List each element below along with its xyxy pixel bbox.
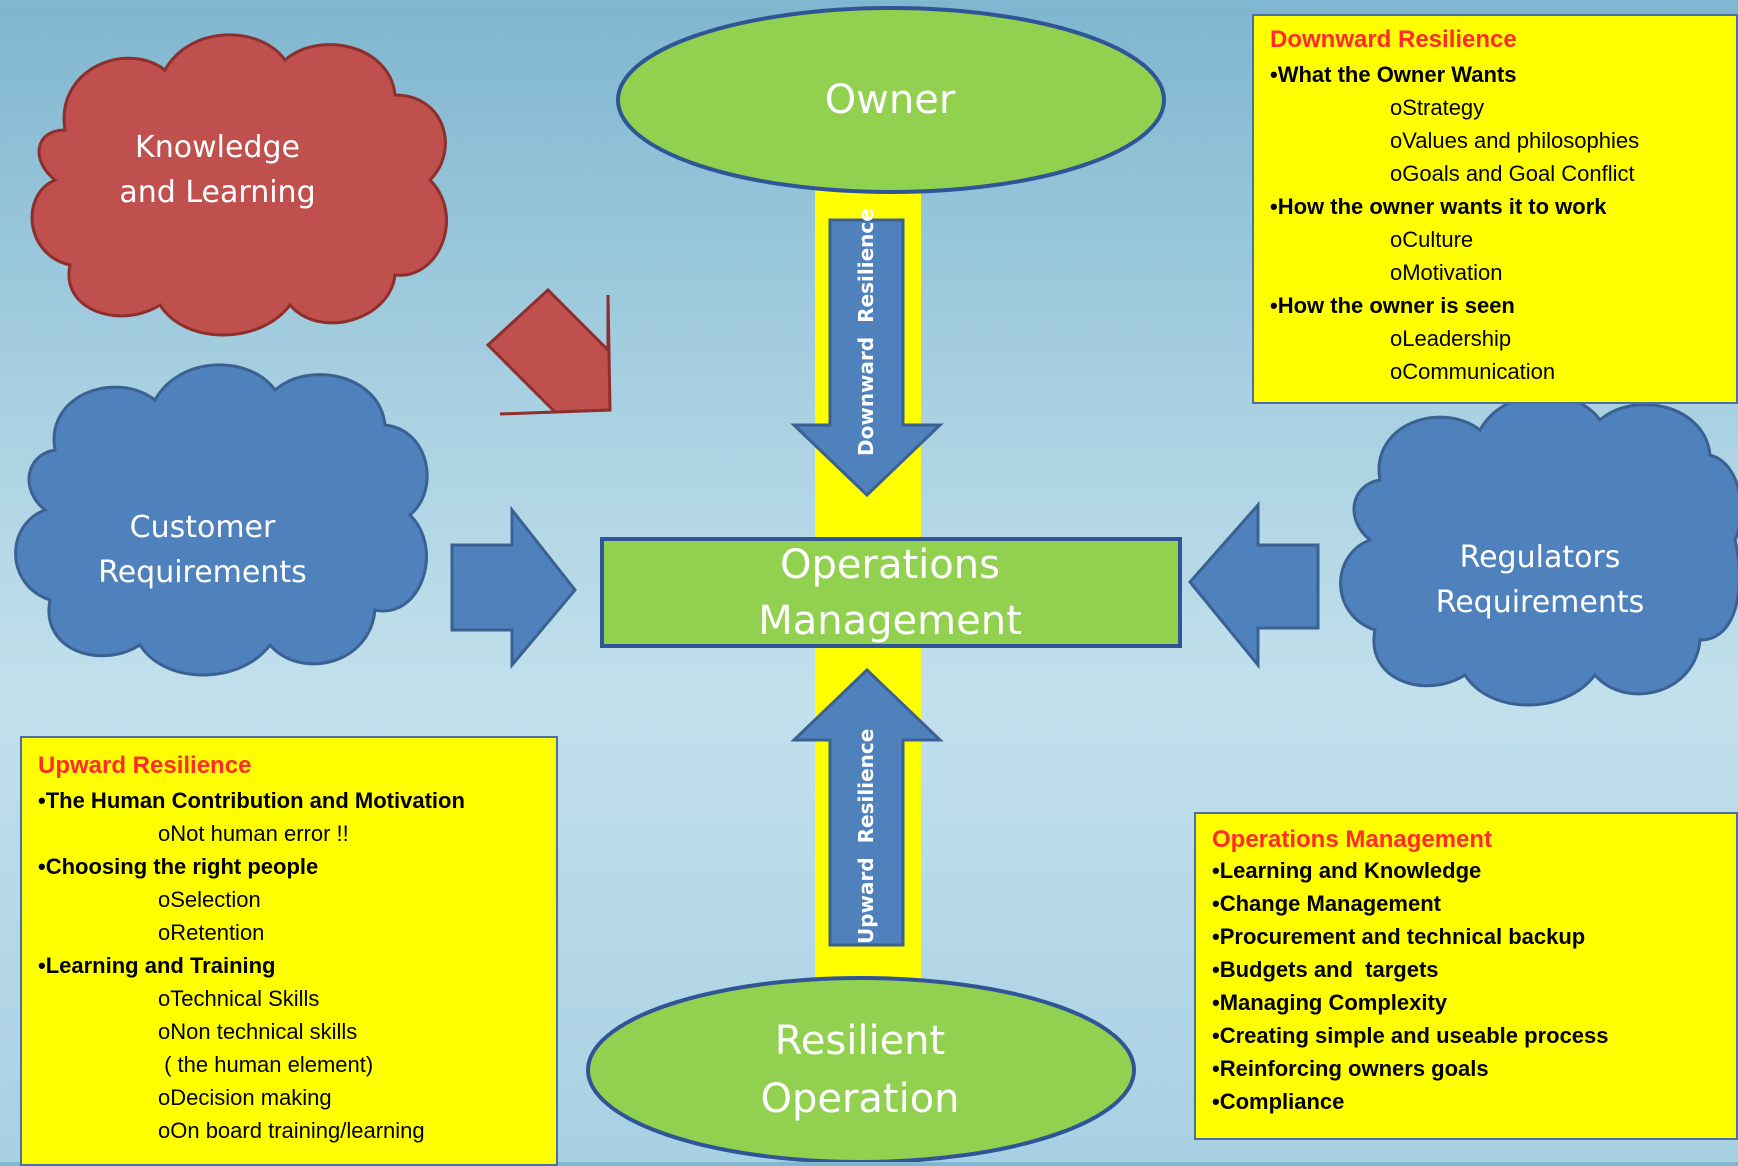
operations-text-1: Operations <box>780 541 1000 588</box>
upward-box-item: •The Human Contribution and Motivation <box>38 788 465 813</box>
upward-arrow-label: Upward Resilience <box>854 728 878 944</box>
downward-box-item: •How the owner wants it to work <box>1270 194 1607 219</box>
knowledge-text-1: Knowledge <box>135 130 300 165</box>
upward-box-item: oNon technical skills <box>158 1019 358 1044</box>
operations-management-rect <box>600 537 1182 648</box>
knowledge-arrow <box>485 287 612 416</box>
upward-box-item: oNot human error !! <box>158 821 349 846</box>
downward-box-item: oStrategy <box>1390 95 1485 120</box>
customer-arrow <box>450 505 577 670</box>
downward-box-item: •What the Owner Wants <box>1270 62 1517 87</box>
resilient-text-1: Resilient <box>774 1018 946 1064</box>
operations-box-item: •Procurement and technical backup <box>1212 924 1586 949</box>
operations-box-item: •Compliance <box>1212 1089 1345 1114</box>
downward-arrow-label: Downward Resilience <box>854 208 878 456</box>
customer-label: Customer Requirements <box>70 500 335 600</box>
operations-text-2: Management <box>758 597 1022 644</box>
upward-box-item: oDecision making <box>158 1085 332 1110</box>
upward-box-item: oOn board training/learning <box>158 1118 425 1143</box>
operations-box-item: •Learning and Knowledge <box>1212 858 1482 883</box>
upward-box-item: oSelection <box>158 887 261 912</box>
downward-box-item: oLeadership <box>1390 326 1512 351</box>
regulators-text-1: Regulators <box>1459 540 1621 575</box>
downward-box-item: oMotivation <box>1390 260 1503 285</box>
upward-box-item: •Learning and Training <box>38 953 276 978</box>
regulators-label: Regulators Requirements <box>1390 530 1690 630</box>
upward-box-item: oTechnical Skills <box>158 986 320 1011</box>
operations-management-box: Operations Management •Learning and Know… <box>1194 812 1738 1140</box>
upward-box-item: •Choosing the right people <box>38 854 319 879</box>
regulators-arrow <box>1188 501 1320 670</box>
resilient-label: Resilient Operation <box>660 1010 1060 1130</box>
downward-arrow <box>790 218 944 498</box>
downward-box-item: oGoals and Goal Conflict <box>1390 161 1635 186</box>
operations-box-heading: Operations Management <box>1212 826 1493 853</box>
downward-box-item: oValues and philosophies <box>1390 128 1640 153</box>
operations-box-item: •Budgets and targets <box>1212 957 1439 982</box>
owner-label: Owner <box>700 70 1080 130</box>
operations-box-item: •Managing Complexity <box>1212 990 1448 1015</box>
upward-box-item: oRetention <box>158 920 265 945</box>
knowledge-label: Knowledge and Learning <box>90 120 345 220</box>
resilient-operation-ellipse <box>586 976 1136 1162</box>
downward-box-item: oCulture <box>1390 227 1474 252</box>
operations-box-item: •Change Management <box>1212 891 1441 916</box>
operations-box-item: •Reinforcing owners goals <box>1212 1056 1489 1081</box>
regulators-text-2: Requirements <box>1435 585 1645 620</box>
operations-box-item: •Creating simple and useable process <box>1212 1023 1609 1048</box>
downward-box-heading: Downward Resilience <box>1270 26 1517 53</box>
owner-text: Owner <box>824 77 956 123</box>
downward-box-item: oCommunication <box>1390 359 1556 384</box>
customer-cloud <box>14 363 429 677</box>
operations-label: Operations Management <box>640 540 1140 645</box>
resilient-text-2: Operation <box>760 1076 960 1122</box>
upward-resilience-box: Upward Resilience •The Human Contributio… <box>20 736 558 1166</box>
knowledge-cloud <box>30 33 448 337</box>
knowledge-text-2: and Learning <box>119 175 316 210</box>
upward-arrow <box>790 667 944 947</box>
downward-resilience-box: Downward Resilience •What the Owner Want… <box>1252 14 1738 404</box>
customer-text-2: Requirements <box>98 555 307 590</box>
upward-box-item: ( the human element) <box>158 1052 374 1077</box>
owner-ellipse <box>616 6 1166 194</box>
upward-box-heading: Upward Resilience <box>38 752 252 779</box>
downward-box-item: •How the owner is seen <box>1270 293 1515 318</box>
customer-text-1: Customer <box>129 510 276 545</box>
